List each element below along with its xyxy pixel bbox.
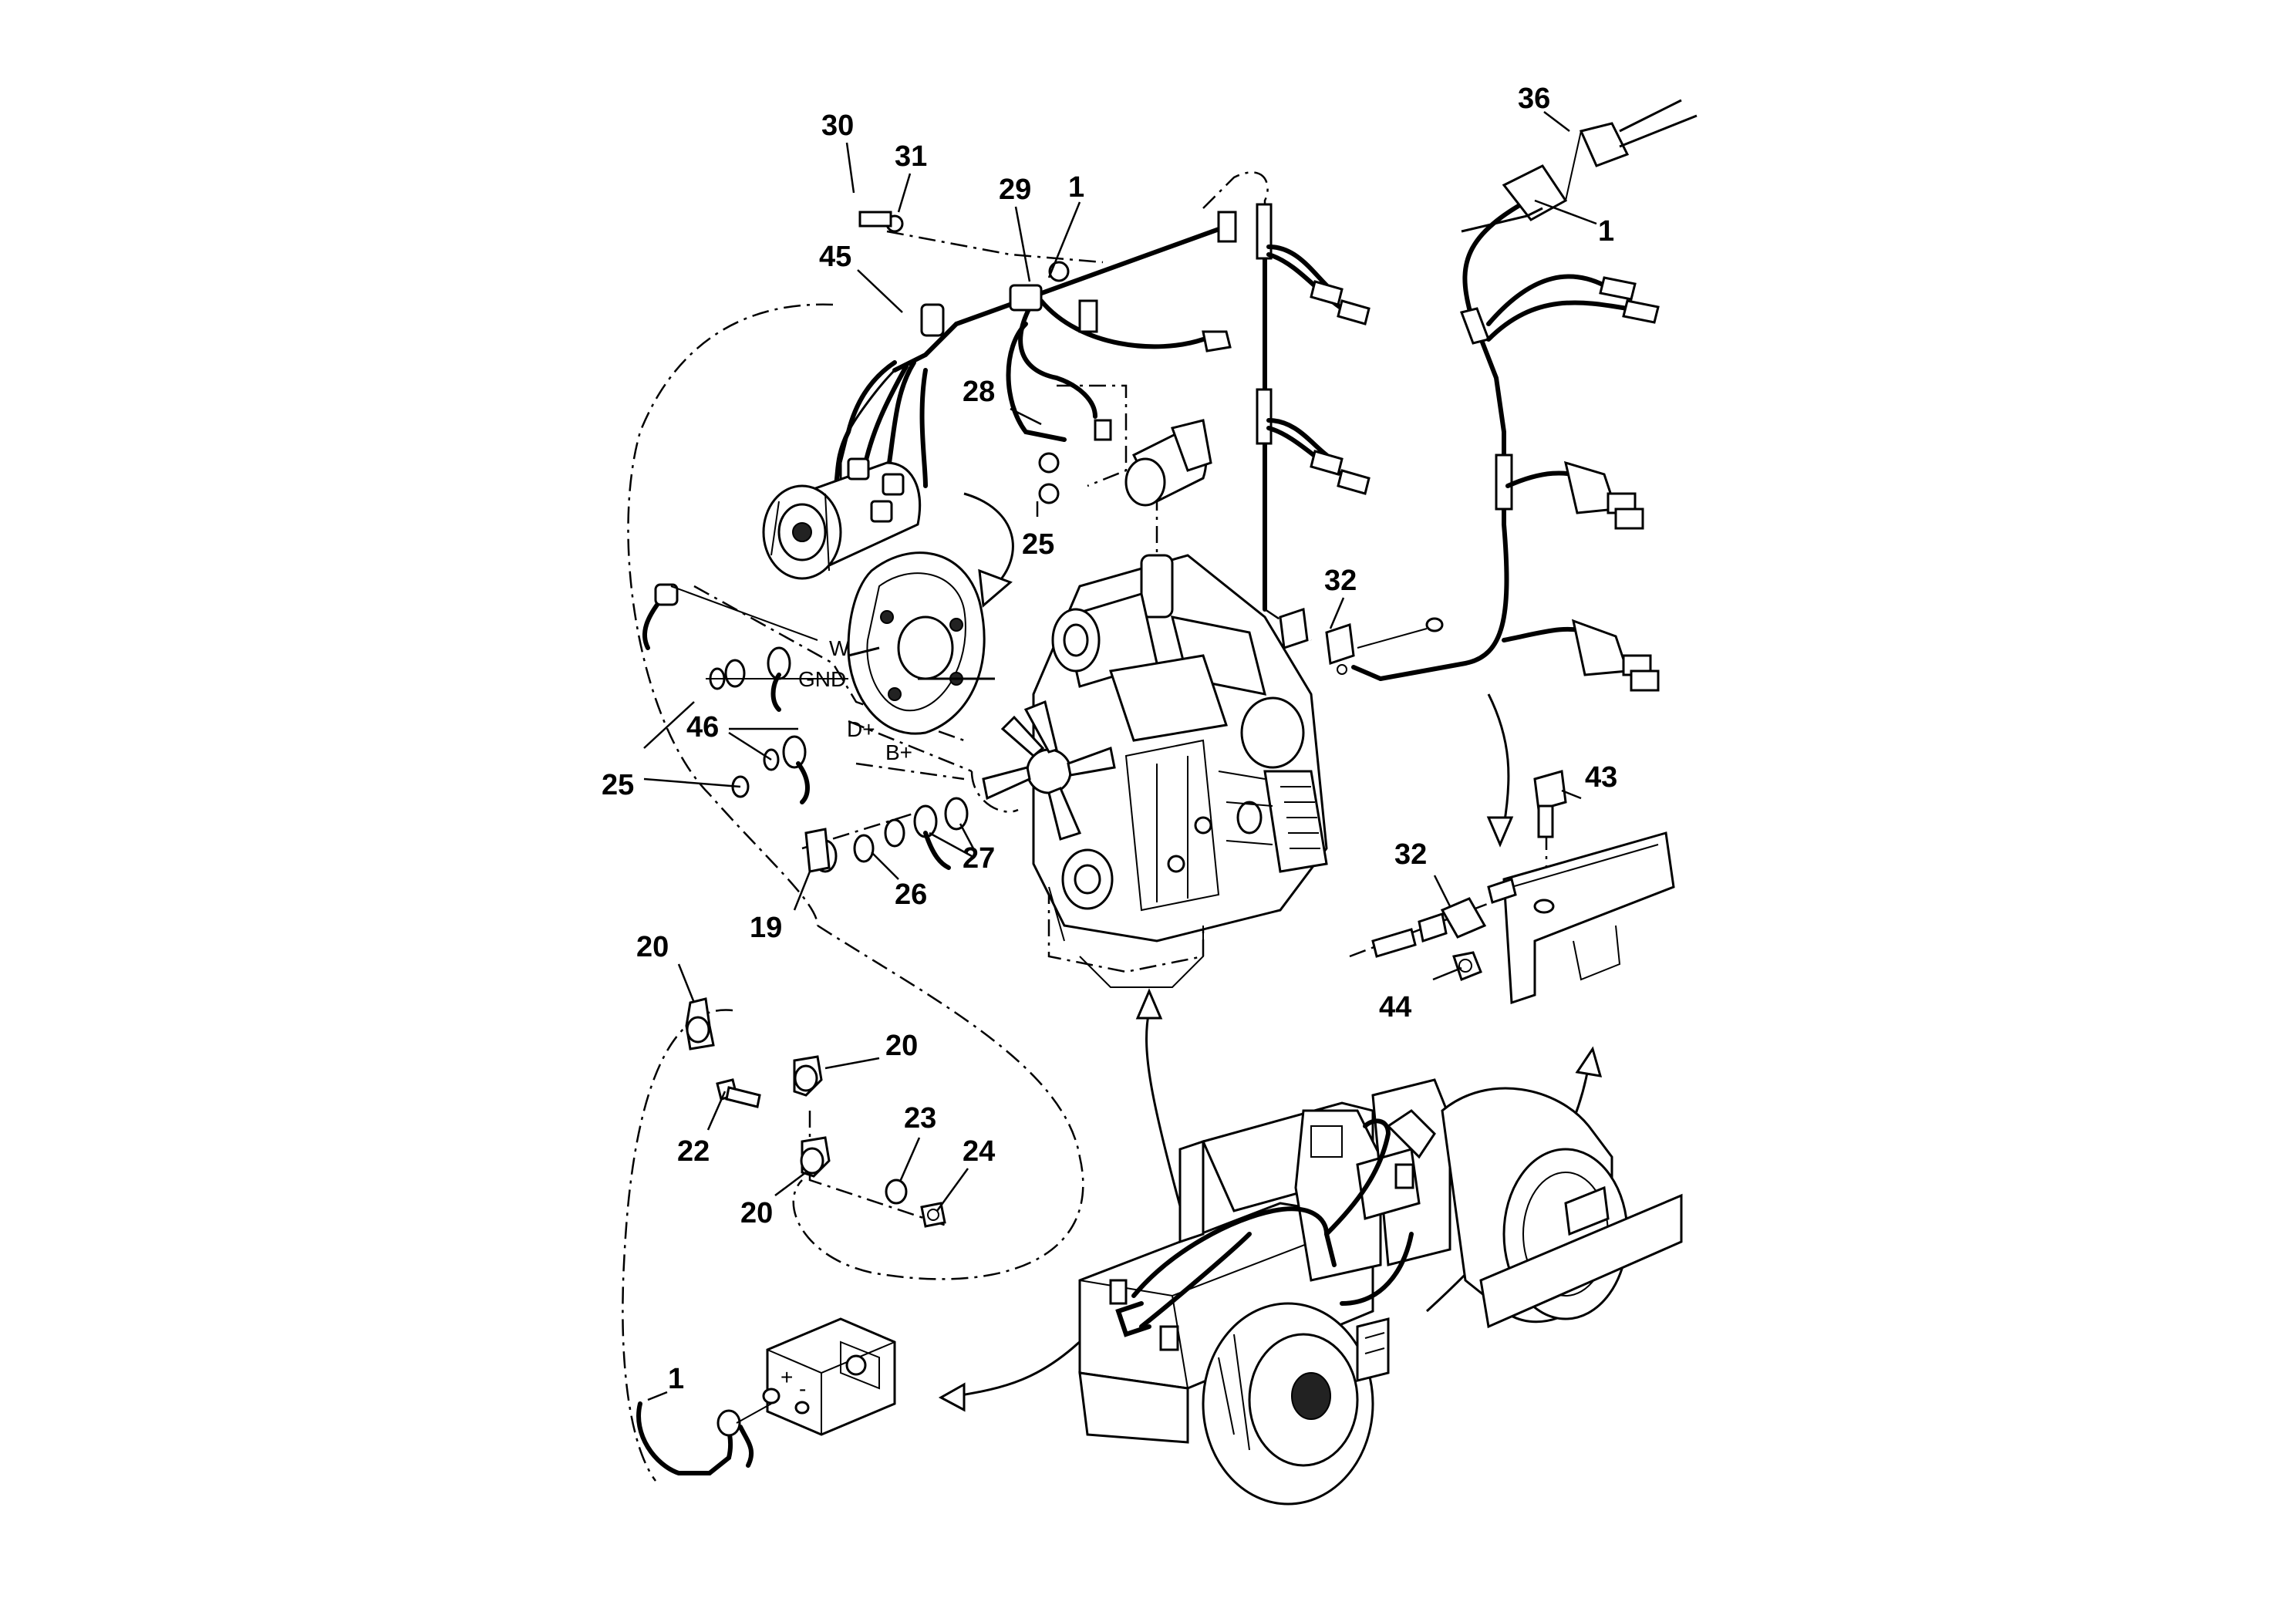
callout-20-c: 20	[740, 1197, 773, 1229]
direction-arrows	[938, 492, 1603, 1412]
leader-lines	[643, 111, 1597, 1401]
part-callouts: 30 31 29 1 45 36 1 28 25 32 46 25 27 26 …	[602, 83, 1617, 1395]
callout-23: 23	[904, 1102, 936, 1135]
callout-28: 28	[963, 376, 995, 408]
callout-1-bottom: 1	[668, 1363, 684, 1395]
battery	[636, 1317, 896, 1475]
callout-24: 24	[963, 1135, 995, 1168]
starter-motor	[1038, 419, 1212, 507]
terminal-hardware	[642, 583, 969, 873]
callout-22: 22	[677, 1135, 710, 1168]
terminal-w-label: W	[829, 636, 850, 660]
frame-section	[1371, 770, 1675, 1005]
battery-plus-label: +	[781, 1365, 793, 1389]
callout-20-b: 20	[885, 1030, 918, 1062]
callout-44: 44	[1379, 991, 1411, 1023]
callout-30: 30	[821, 110, 854, 142]
callout-19: 19	[750, 912, 782, 944]
callout-32-lower: 32	[1394, 838, 1427, 871]
callout-29: 29	[999, 174, 1031, 206]
callout-1-top: 1	[1068, 171, 1084, 204]
callout-45: 45	[819, 241, 851, 273]
callout-26: 26	[895, 878, 927, 911]
engine	[982, 554, 1328, 988]
alternator	[762, 457, 922, 580]
alternator-rear-cover	[847, 551, 995, 735]
callout-46: 46	[686, 711, 719, 744]
callout-32-upper: 32	[1324, 565, 1357, 597]
callout-25-mid: 25	[1022, 528, 1054, 561]
roller-machine	[1078, 1078, 1683, 1506]
terminal-labels: W GND D+ B+ + -	[781, 636, 912, 1401]
terminal-d-plus-label: D+	[847, 717, 875, 741]
callout-1-right: 1	[1598, 215, 1614, 248]
callout-43: 43	[1585, 761, 1617, 794]
right-wiring-harness	[1378, 99, 1698, 692]
callout-20-a: 20	[636, 931, 669, 963]
battery-cable-clamps	[685, 997, 946, 1228]
battery-minus-label: -	[799, 1377, 806, 1401]
callout-25-left: 25	[602, 769, 634, 801]
terminal-b-plus-label: B+	[885, 740, 912, 764]
main-wiring-harness	[831, 203, 1371, 612]
callout-36: 36	[1518, 83, 1550, 115]
clamp-brackets	[1279, 607, 1444, 681]
callout-31: 31	[895, 140, 927, 173]
callout-27: 27	[963, 842, 995, 875]
terminal-gnd-label: GND	[798, 667, 846, 691]
